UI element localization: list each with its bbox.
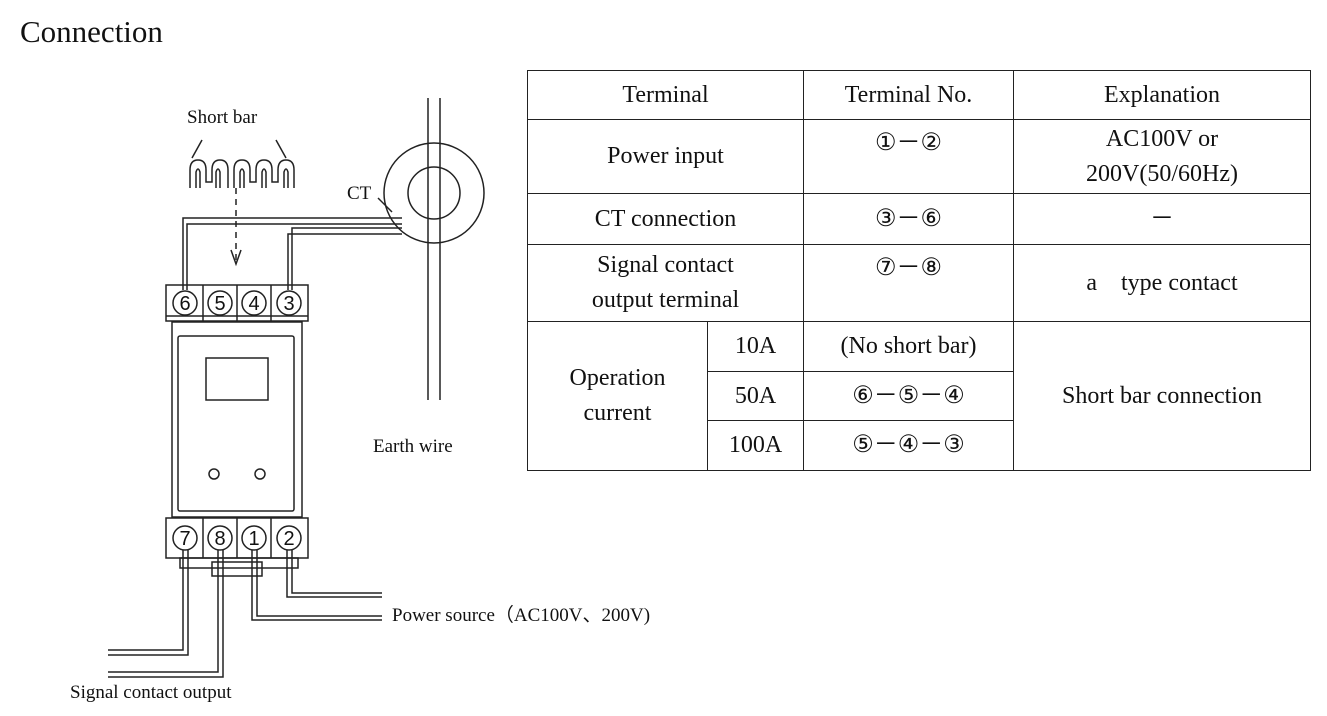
ct-wire (182, 217, 402, 290)
signal-wire (108, 550, 189, 656)
device-foot (179, 557, 299, 569)
signal-wire (108, 550, 224, 678)
cell-signal-no: ⑦－⑧ (803, 244, 1014, 322)
terminal-6-circle (172, 290, 198, 316)
power-wire (256, 550, 382, 617)
header-terminal-no: Terminal No. (803, 70, 1014, 120)
cell-ct-no: ③－⑥ (803, 193, 1014, 245)
ct-wire (287, 233, 402, 290)
cell-ct-terminal: CT connection (527, 193, 804, 245)
ct-leader (377, 197, 393, 213)
terminal-3-circle (276, 290, 302, 316)
terminal-label-2: 2 (283, 528, 294, 550)
ct-ring-inner (407, 166, 461, 220)
cell-operation-explanation: Short bar connection (1013, 321, 1311, 471)
cell-signal-terminal: Signal contact output terminal (527, 244, 804, 322)
short-bar-arrow-head (230, 249, 242, 267)
cell-no-10a: (No short bar) (803, 321, 1014, 372)
power-explanation-line1: AC100V or (1105, 125, 1219, 152)
terminal-7-circle (172, 525, 198, 551)
terminal-label-1: 1 (248, 528, 259, 550)
power-explanation-line2: 200V(50/60Hz) (1086, 160, 1238, 187)
cell-ct-explanation: － (1013, 193, 1311, 245)
terminal-1-circle (241, 525, 267, 551)
device-body (171, 321, 303, 518)
terminal-5-circle (207, 290, 233, 316)
signal-wire (108, 550, 184, 651)
signal-output-label: Signal contact output (70, 682, 232, 703)
connection-diagram: 6 5 4 3 7 8 1 2 (108, 98, 485, 678)
header-terminal: Terminal (527, 70, 804, 120)
device-face (177, 335, 295, 512)
terminal-4-circle (241, 290, 267, 316)
ct-wire (186, 223, 402, 290)
short-bar-shape (195, 168, 221, 188)
cell-no-50a: ⑥－⑤－④ (803, 371, 1014, 421)
cell-current-50a: 50A (707, 371, 804, 421)
operation-terminal-line2: current (583, 400, 652, 426)
cell-current-10a: 10A (707, 321, 804, 372)
cell-current-100a: 100A (707, 420, 804, 471)
device-led (208, 468, 220, 480)
cell-power-terminal: Power input (527, 119, 804, 194)
terminal-label-5: 5 (214, 293, 225, 315)
terminal-table: Terminal Terminal No. Explanation Power … (527, 70, 1311, 471)
short-bar-shape (189, 159, 229, 188)
terminal-8-circle (207, 525, 233, 551)
terminal-2-circle (276, 525, 302, 551)
terminal-label-3: 3 (283, 293, 294, 315)
cell-power-no: ①－② (803, 119, 1014, 194)
terminal-label-6: 6 (179, 293, 190, 315)
device-clip (211, 561, 263, 577)
short-bar-label: Short bar (187, 107, 258, 128)
cell-no-100a: ⑤－④－③ (803, 420, 1014, 471)
page-title: Connection (20, 14, 163, 49)
header-explanation: Explanation (1013, 70, 1311, 120)
cell-operation-terminal: Operation current (527, 321, 708, 471)
terminal-label-4: 4 (248, 293, 259, 315)
operation-terminal-line1: Operation (569, 365, 666, 392)
signal-wire (108, 550, 219, 673)
signal-terminal-line1: Signal contact (597, 252, 734, 279)
terminal-label-8: 8 (214, 528, 225, 550)
power-source-label: Power source（AC100V、200V) (392, 605, 651, 626)
ct-wire (291, 227, 402, 290)
short-bar-leader (191, 139, 203, 159)
earth-wire-label: Earth wire (373, 436, 453, 457)
short-bar-shape (239, 168, 289, 188)
ct-ring-outer (383, 142, 485, 244)
device-display (205, 357, 269, 401)
short-bar-leader (275, 139, 287, 159)
power-wire (286, 550, 382, 598)
device-led (254, 468, 266, 480)
power-wire (251, 550, 382, 621)
ct-label: CT (347, 183, 372, 204)
cell-signal-explanation: a type contact (1013, 244, 1311, 322)
signal-terminal-line2: output terminal (591, 287, 740, 313)
cell-power-explanation: AC100V or 200V(50/60Hz) (1013, 119, 1311, 194)
short-bar-shape (233, 159, 295, 188)
terminal-label-7: 7 (179, 528, 190, 550)
power-wire (291, 550, 382, 594)
